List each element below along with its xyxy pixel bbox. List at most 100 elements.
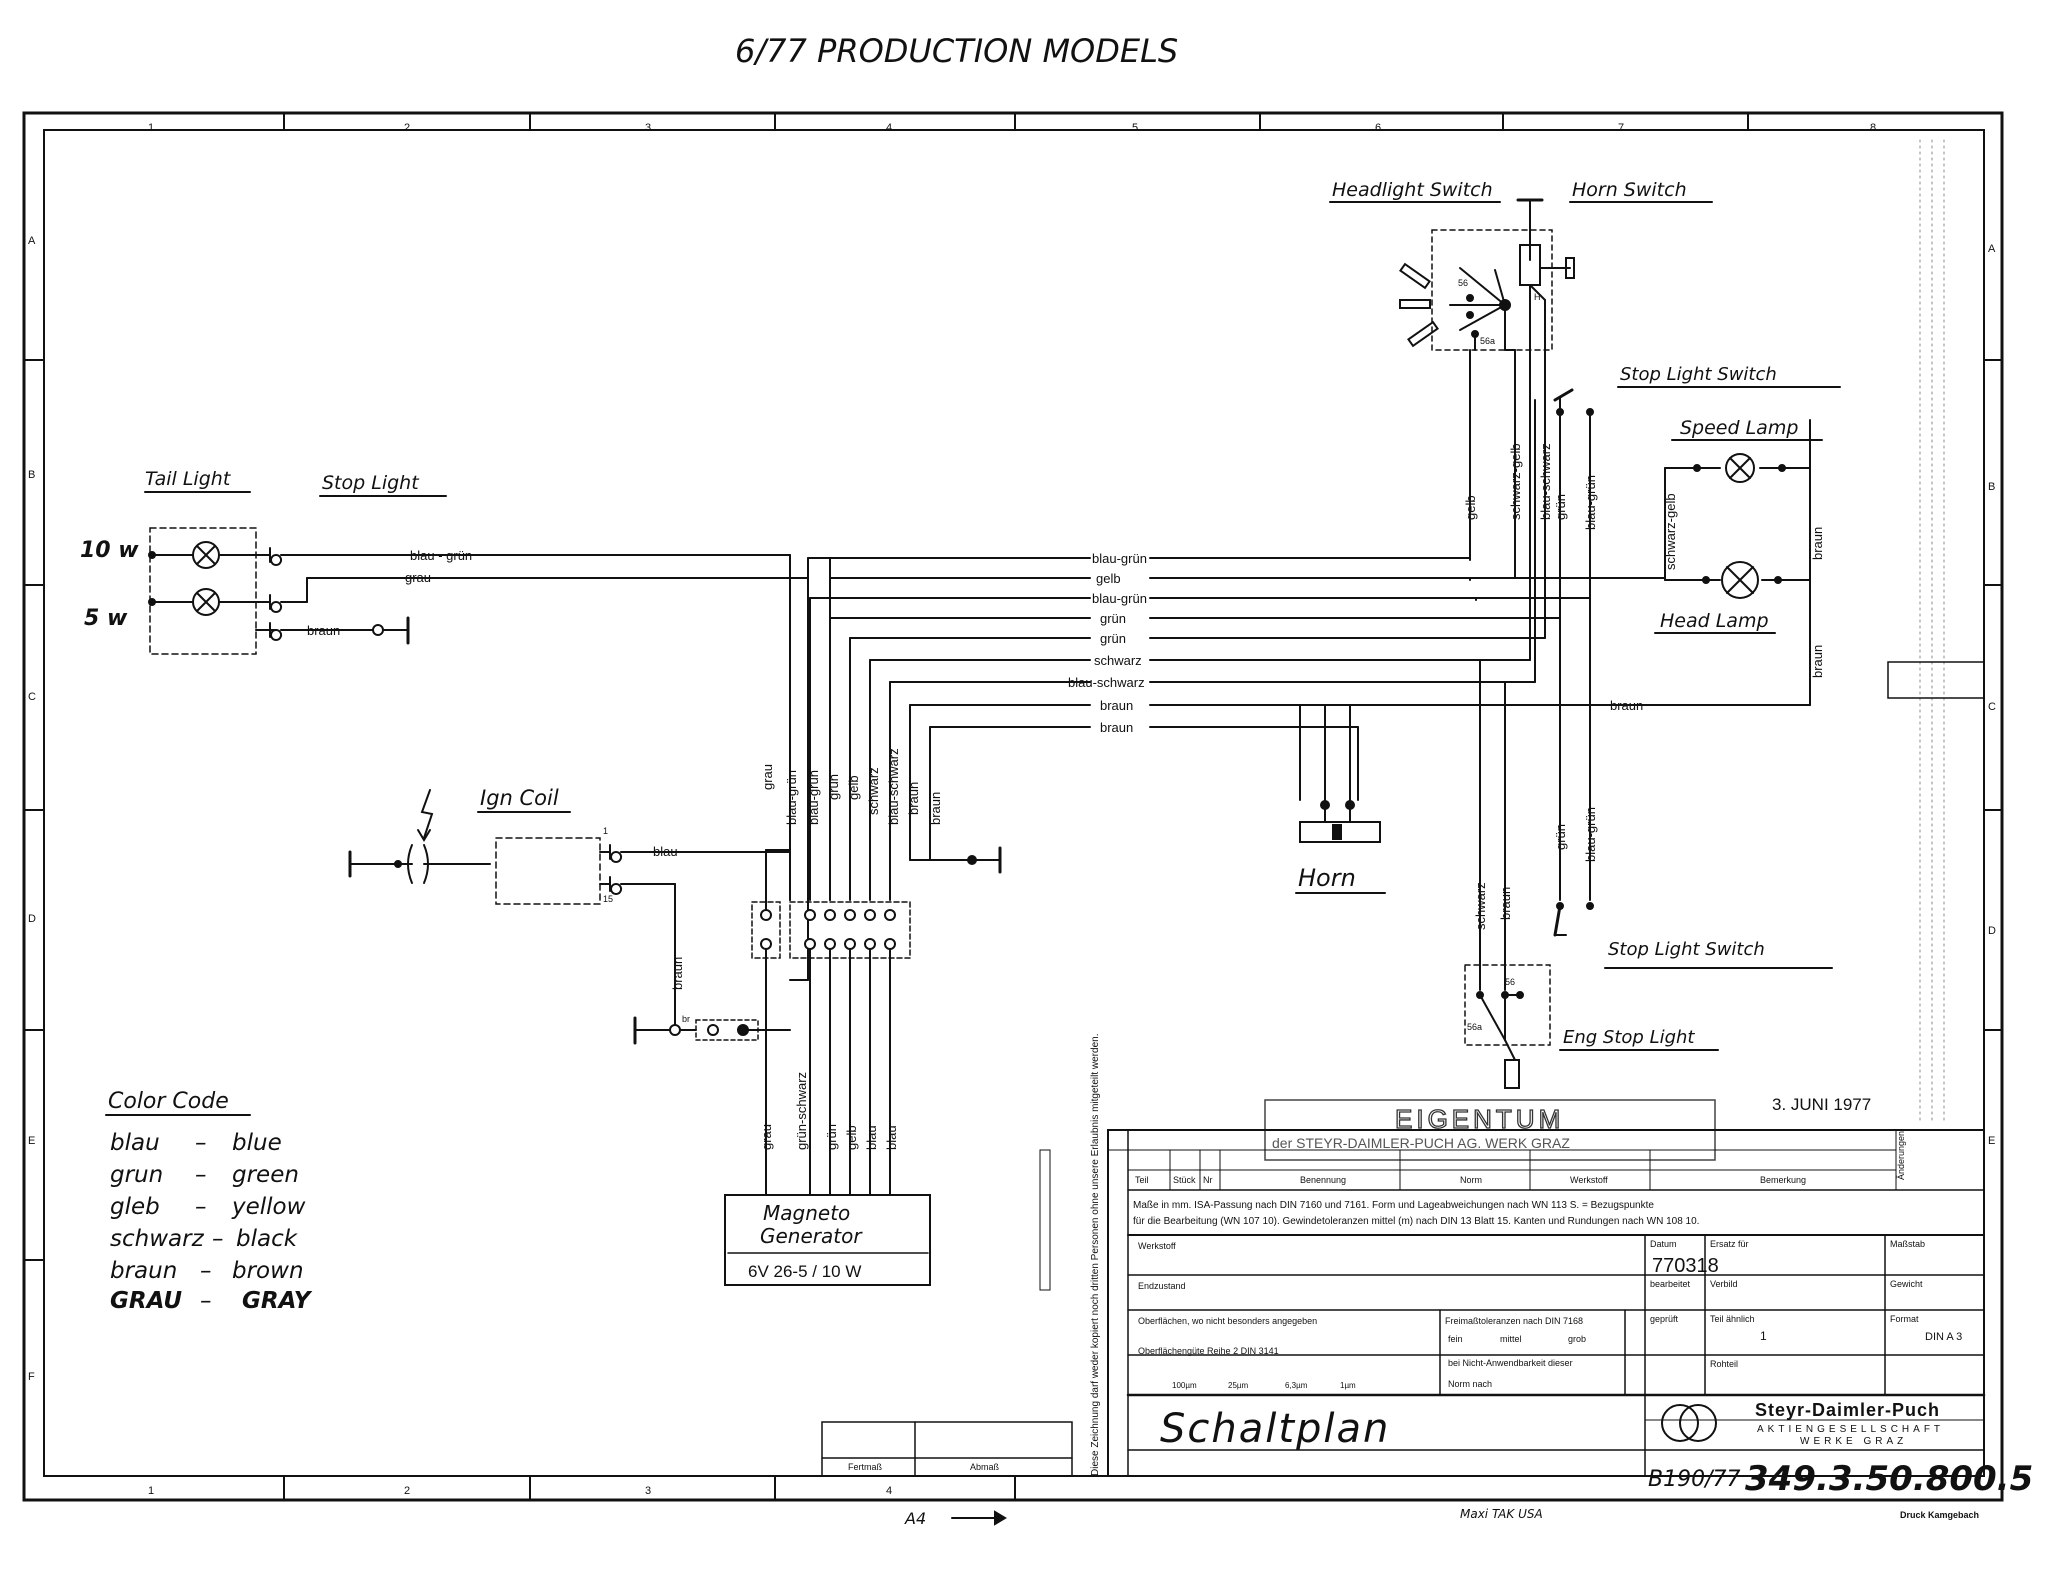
cc-en: GRAY (242, 1288, 313, 1314)
a4-label: A4 (904, 1509, 926, 1528)
cc-dash: – (195, 1130, 207, 1156)
tb-side-text: Diese Zeichnung darf weder kopiert noch … (1090, 1034, 1101, 1476)
tb-number-prefix: B190/77 (1648, 1467, 1741, 1492)
stop-lower-labels: grün blau-grün (1553, 807, 1598, 862)
vlabel: blau-grün (784, 770, 799, 825)
tb-drawing-number: 349.3.50.800.5 (1745, 1459, 2033, 1499)
cc-de: grun (110, 1162, 163, 1188)
row-label: D (28, 913, 36, 925)
wire-ign-braun: braun (670, 957, 685, 990)
cc-de: braun (110, 1258, 177, 1284)
title-block-text: Teil Stück Nr Benennung Norm Werkstoff B… (848, 1175, 1979, 1520)
bus-labels: blau-grün gelb blau-grün grün grün schwa… (1068, 551, 1643, 735)
tb-company: Steyr-Daimler-Puch (1755, 1400, 1940, 1420)
row-label: F (28, 1371, 35, 1383)
eng-stop-light-label: Eng Stop Light (1563, 1027, 1695, 1048)
bus-label: grün (1100, 611, 1126, 626)
tb-gewicht: Gewicht (1890, 1279, 1923, 1289)
hs-56a: 56a (1480, 336, 1495, 346)
vlabel: braun (906, 782, 921, 815)
cc-dash: – (200, 1258, 212, 1284)
vlabel: gelb (846, 775, 861, 800)
tb-format: Format (1890, 1314, 1919, 1324)
vlabel: gelb (844, 1125, 859, 1150)
cc-dash: – (200, 1288, 212, 1314)
tb-note-2: für die Bearbeitung (WN 107 10). Gewinde… (1133, 1216, 1699, 1227)
wire-tail-braun: braun (307, 623, 340, 638)
tb-nicht: bei Nicht-Anwendbarkeit dieser (1448, 1358, 1573, 1368)
tb-format-value: DIN A 3 (1925, 1331, 1962, 1343)
vlabel: blau (884, 1125, 899, 1150)
bus-label: braun (1100, 698, 1133, 713)
lamps (1514, 453, 1811, 706)
col-label: 7 (1618, 122, 1624, 134)
tb-company-sub1: AKTIENGESELLSCHAFT (1757, 1424, 1944, 1435)
color-code-heading: Color Code (108, 1089, 229, 1114)
margin-box (1887, 661, 1985, 699)
tb-werkstoff: Werkstoff (1138, 1241, 1176, 1251)
vlabel: schwarz-gelb (1508, 443, 1523, 520)
vlabel: grau (759, 1124, 774, 1150)
row-label: D (1988, 925, 1996, 937)
col-label: 5 (1132, 122, 1138, 134)
cc-en: brown (232, 1258, 304, 1284)
stamp-date: 3. JUNI 1977 (1772, 1095, 1871, 1114)
tb-rough: 100µm (1172, 1381, 1197, 1390)
bus-right-braun: braun (1610, 698, 1643, 713)
tb-normnach: Norm nach (1448, 1379, 1492, 1389)
row-label: B (28, 469, 35, 481)
magneto-spec: 6V 26-5 / 10 W (748, 1262, 861, 1281)
row-label: E (1988, 1135, 1995, 1147)
hs-h: H (1534, 292, 1541, 302)
tb-rough: 25µm (1228, 1381, 1249, 1390)
bus-label: blau-schwarz (1068, 675, 1145, 690)
tb-teil-value: 1 (1760, 1329, 1767, 1343)
es-56a: 56a (1467, 1022, 1482, 1032)
tb-header: Norm (1460, 1175, 1482, 1185)
col-label: 1 (148, 1485, 154, 1497)
row-label: A (1988, 243, 1996, 255)
tb-header: Werkstoff (1570, 1175, 1608, 1185)
cc-de: blau (110, 1130, 160, 1156)
headlight-horn-switch (1399, 198, 1575, 579)
vlabel: grün-schwarz (794, 1072, 809, 1150)
tb-gepruft: geprüft (1650, 1314, 1679, 1324)
cc-en: black (236, 1226, 299, 1252)
ign-coil-label: Ign Coil (480, 786, 559, 810)
tb-note-1: Maße in mm. ISA-Passung nach DIN 7160 un… (1133, 1200, 1654, 1211)
row-label: A (28, 235, 36, 247)
vlabel: grau (760, 764, 775, 790)
headlight-switch-label: Headlight Switch (1332, 179, 1493, 201)
speed-lamp-label: Speed Lamp (1680, 417, 1798, 439)
tb-grob: grob (1568, 1334, 1586, 1344)
tb-endzustand: Endzustand (1138, 1281, 1186, 1291)
vertical-upper-labels: grau blau-grün blau-grün grün gelb schwa… (760, 748, 943, 825)
tb-header: Stück (1173, 1175, 1196, 1185)
head-lamp-label: Head Lamp (1660, 610, 1769, 632)
cc-en: blue (232, 1130, 282, 1156)
magneto-label-2: Generator (760, 1224, 863, 1248)
cc-dash: – (195, 1194, 207, 1220)
tb-datum: Datum (1650, 1239, 1677, 1249)
cc-de: gleb (110, 1194, 160, 1220)
horn (1299, 726, 1381, 843)
row-label: B (1988, 481, 1995, 493)
tb-company-sub2: WERKE GRAZ (1800, 1436, 1907, 1447)
tb-header: Benennung (1300, 1175, 1346, 1185)
hs-56: 56 (1458, 278, 1468, 288)
tb-rough: 1µm (1340, 1381, 1356, 1390)
horn-label: Horn (1298, 864, 1356, 892)
col-label: 1 (148, 122, 154, 134)
tail-light-label: Tail Light (145, 468, 232, 490)
tb-teil: Teil ähnlich (1710, 1314, 1755, 1324)
speed-lamp (1725, 453, 1755, 483)
col-label: 6 (1375, 122, 1381, 134)
cc-dash: – (195, 1162, 207, 1188)
es-56: 56 (1505, 977, 1515, 987)
lamp-10w-label: 10 w (80, 538, 139, 563)
vlabel: braun (1498, 887, 1513, 920)
vlabel: blau (864, 1125, 879, 1150)
tb-anderungen: Änderungen (1896, 1131, 1906, 1180)
grid-ticks (23, 112, 2003, 1501)
